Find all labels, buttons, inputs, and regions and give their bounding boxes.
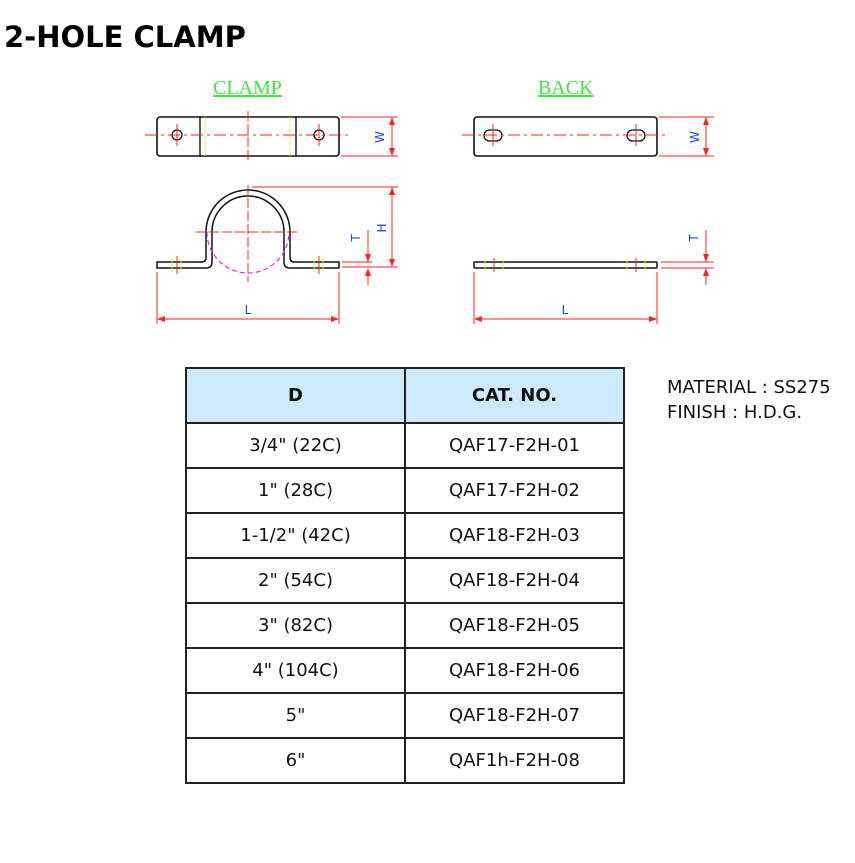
cell-d: 1-1/2" (42C) — [185, 512, 406, 559]
back-side-view: T L — [473, 230, 714, 324]
back-view-label: BACK — [538, 77, 594, 99]
cell-cat-no: QAF18-F2H-04 — [404, 557, 625, 604]
dim-w-label-back: W — [688, 131, 702, 143]
header-cat-no: CAT. NO. — [404, 367, 625, 424]
back-top-view: W — [462, 116, 714, 157]
dim-l-label: L — [245, 303, 252, 317]
table-row: 1" (28C)QAF17-F2H-02 — [185, 467, 625, 514]
dim-t-label: T — [349, 234, 363, 243]
dim-t-label-back: T — [687, 234, 701, 243]
table-row: 5"QAF18-F2H-07 — [185, 692, 625, 739]
material-note: MATERIAL : SS275 — [667, 377, 831, 398]
cell-d: 2" (54C) — [185, 557, 406, 604]
technical-drawing: W H T L W — [145, 111, 714, 324]
cell-cat-no: QAF17-F2H-02 — [404, 467, 625, 514]
clamp-side-view: H T L — [156, 185, 398, 324]
cell-cat-no: QAF18-F2H-03 — [404, 512, 625, 559]
dim-w-label: W — [373, 131, 387, 143]
spec-notes: MATERIAL : SS275 FINISH : H.D.G. — [667, 375, 831, 425]
cell-d: 3/4" (22C) — [185, 422, 406, 469]
cell-d: 1" (28C) — [185, 467, 406, 514]
cell-cat-no: QAF17-F2H-01 — [404, 422, 625, 469]
cell-cat-no: QAF1h-F2H-08 — [404, 737, 625, 784]
dim-l-label-back: L — [562, 303, 569, 317]
clamp-view-label: CLAMP — [213, 77, 282, 99]
cell-d: 3" (82C) — [185, 602, 406, 649]
table-row: 6"QAF1h-F2H-08 — [185, 737, 625, 784]
cell-d: 4" (104C) — [185, 647, 406, 694]
finish-note: FINISH : H.D.G. — [667, 402, 803, 423]
catalog-table: D CAT. NO. 3/4" (22C)QAF17-F2H-01 1" (28… — [185, 367, 625, 784]
table-row: 3/4" (22C)QAF17-F2H-01 — [185, 422, 625, 469]
table-row: 1-1/2" (42C)QAF18-F2H-03 — [185, 512, 625, 559]
table-row: 2" (54C)QAF18-F2H-04 — [185, 557, 625, 604]
cell-d: 5" — [185, 692, 406, 739]
cell-cat-no: QAF18-F2H-06 — [404, 647, 625, 694]
cell-cat-no: QAF18-F2H-07 — [404, 692, 625, 739]
page-title: 2-HOLE CLAMP — [4, 20, 246, 54]
cell-d: 6" — [185, 737, 406, 784]
table-row: 3" (82C)QAF18-F2H-05 — [185, 602, 625, 649]
header-d: D — [185, 367, 406, 424]
table-header-row: D CAT. NO. — [185, 367, 625, 424]
cell-cat-no: QAF18-F2H-05 — [404, 602, 625, 649]
table-row: 4" (104C)QAF18-F2H-06 — [185, 647, 625, 694]
dim-h-label: H — [375, 223, 389, 232]
clamp-top-view: W — [145, 111, 398, 162]
